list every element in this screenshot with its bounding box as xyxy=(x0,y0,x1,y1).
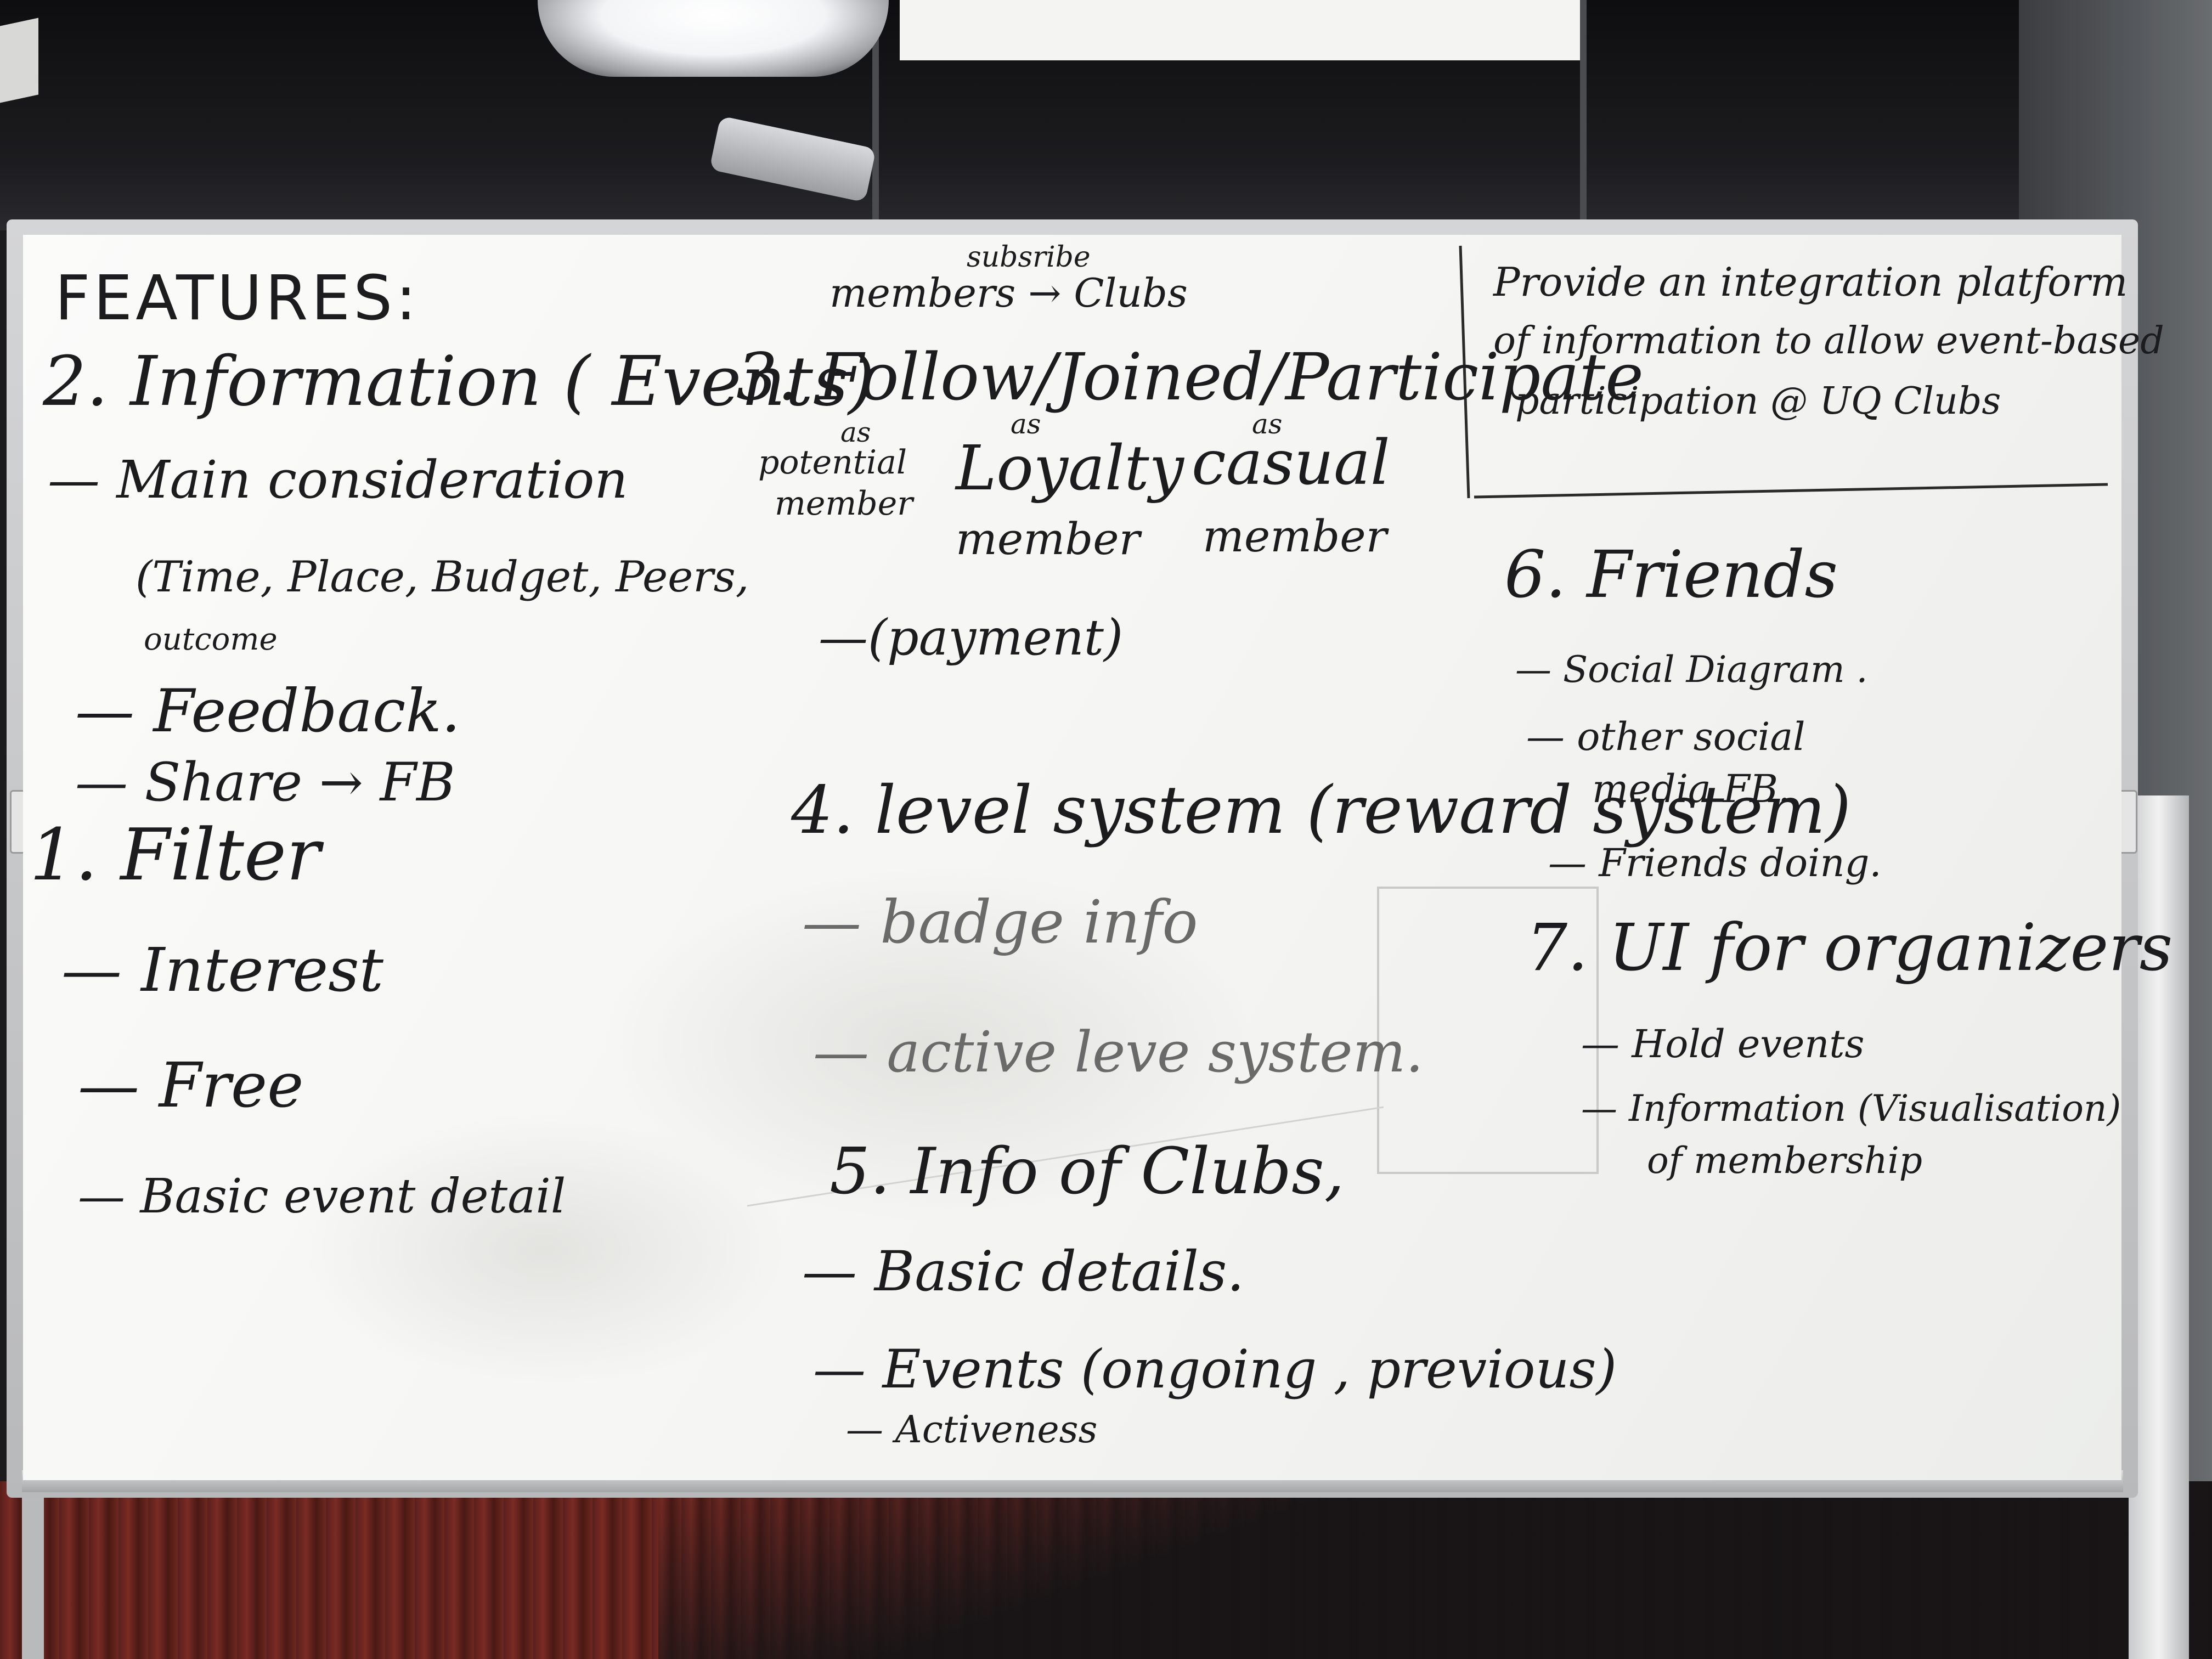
item-badge-info: — badge info xyxy=(802,888,1198,957)
item-main-consideration: — Main consideration xyxy=(48,450,628,510)
item-activeness: — Activeness xyxy=(846,1408,1098,1452)
item-consideration-detail: (Time, Place, Budget, Peers, xyxy=(136,552,749,602)
erased-smudge xyxy=(599,866,1257,1222)
erased-smudge xyxy=(297,1113,791,1387)
item-other-social-media: media FB. xyxy=(1592,766,1791,811)
item-events: — Events (ongoing , previous) xyxy=(813,1339,1617,1400)
label-potential: potential xyxy=(758,443,907,482)
section-1-filter: 1. Filter xyxy=(30,813,321,896)
label-as: as xyxy=(1011,408,1041,440)
divider-line xyxy=(1474,483,2108,499)
label-members-clubs: members → Clubs xyxy=(830,270,1188,316)
label-subscribe: subsribe xyxy=(967,241,1091,274)
goal-line-3: participation @ UQ Clubs xyxy=(1515,380,2001,423)
item-other-social: — other social xyxy=(1526,714,1805,759)
whiteboard: FEATURES: 2. Information ( Events) — Mai… xyxy=(23,235,2172,1480)
wall-panel-left xyxy=(0,18,38,103)
item-share: — Share → FB xyxy=(75,752,455,813)
glass-frame xyxy=(1580,0,1587,230)
item-basic-details: — Basic details. xyxy=(802,1239,1245,1304)
section-2-information: 2. Information ( Events) xyxy=(43,342,875,421)
section-5-info-clubs: 5. Info of Clubs, xyxy=(830,1135,1345,1209)
item-of-membership: of membership xyxy=(1647,1139,1922,1182)
whiteboard-strokes xyxy=(747,245,2108,1207)
item-active-level-system: — active leve system. xyxy=(813,1020,1424,1085)
ceiling-light xyxy=(538,0,889,77)
goal-line-2: of information to allow event-based xyxy=(1493,319,2164,363)
item-friends-doing: — Friends doing. xyxy=(1548,840,1882,885)
label-as: as xyxy=(1252,408,1283,440)
item-payment: —(payment) xyxy=(819,609,1124,667)
item-free: — Free xyxy=(78,1050,304,1121)
faint-erased-line xyxy=(747,1106,1384,1207)
floor-shadow xyxy=(658,1481,2212,1659)
item-interest: — Interest xyxy=(61,935,383,1005)
label-loyalty: Loyalty xyxy=(956,433,1184,504)
label-casual: casual xyxy=(1192,427,1390,499)
item-information-visualisation: — Information (Visualisation) xyxy=(1581,1087,2121,1130)
label-as: as xyxy=(840,416,871,448)
item-hold-events: — Hold events xyxy=(1581,1022,1865,1066)
wall-panel xyxy=(900,0,1580,60)
goal-line-1: Provide an integration platform xyxy=(1493,259,2128,305)
board-stand-right xyxy=(2129,795,2189,1659)
heading-features: FEATURES: xyxy=(55,263,420,334)
label-casual-member: member xyxy=(1203,511,1387,562)
section-3-follow: 3. Follow/Joined/Participate xyxy=(736,339,1644,415)
divider-line xyxy=(1459,245,1470,499)
section-4-level-system: 4. level system (reward system) xyxy=(791,772,1852,849)
item-consideration-outcome: outcome xyxy=(144,622,278,657)
label-loyalty-member: member xyxy=(956,514,1140,565)
item-basic-event-detail: — Basic event detail xyxy=(78,1169,566,1224)
label-potential-member: member xyxy=(775,484,913,523)
faint-erased-box xyxy=(1377,887,1599,1174)
section-6-friends: 6. Friends xyxy=(1504,537,1838,612)
item-social-diagram: — Social Diagram . xyxy=(1515,648,1868,691)
item-feedback: — Feedback. xyxy=(75,677,461,746)
section-7-ui-organizers: 7. UI for organizers xyxy=(1526,910,2173,985)
glass-frame xyxy=(872,0,879,230)
